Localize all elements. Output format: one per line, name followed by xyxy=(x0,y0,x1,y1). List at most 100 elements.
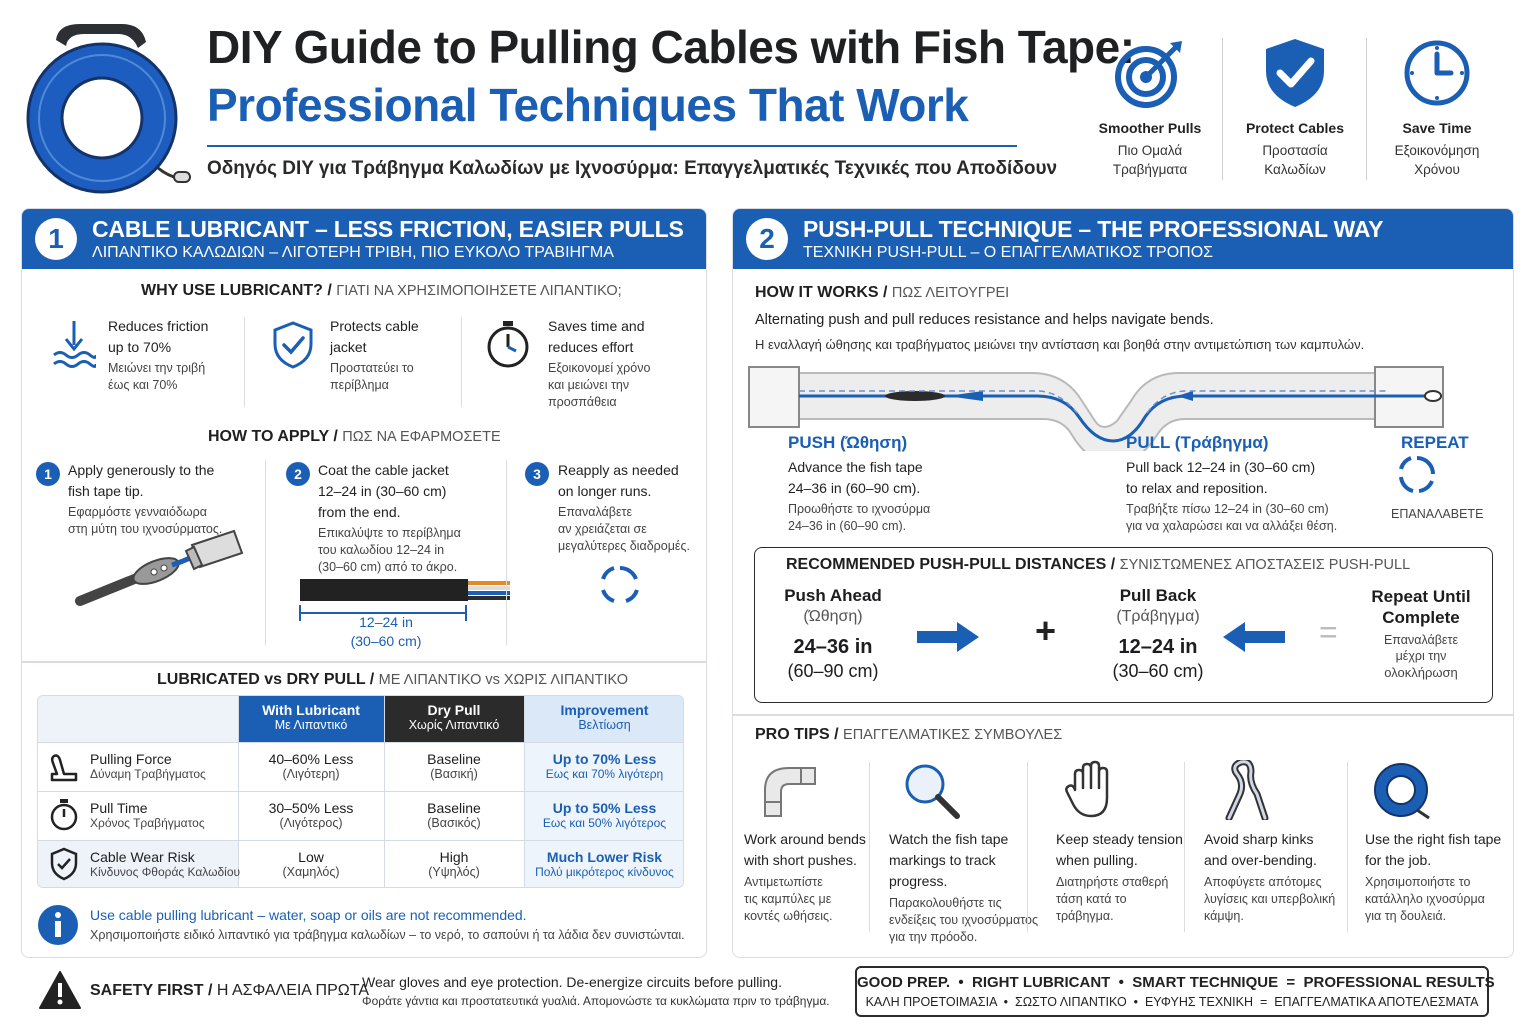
divider xyxy=(244,317,245,407)
kink-icon xyxy=(1219,758,1273,825)
benefit-greek: Πιο Ομαλά xyxy=(1117,143,1183,158)
arrow-right-icon xyxy=(915,620,981,659)
divider xyxy=(733,714,1513,716)
slogan-box: GOOD PREP. • RIGHT LUBRICANT • SMART TEC… xyxy=(855,966,1495,1017)
divider xyxy=(506,460,507,645)
section-1-header: 1 CABLE LUBRICANT – LESS FRICTION, EASIE… xyxy=(22,209,706,269)
divider xyxy=(1366,38,1367,180)
divider xyxy=(461,317,462,407)
shield-check-icon xyxy=(1225,30,1365,116)
divider xyxy=(38,791,683,792)
pull-title: PULL (Τράβηγμα) xyxy=(1126,433,1269,452)
push-title: PUSH (Ώθηση) xyxy=(788,433,908,452)
section-subtitle: ΛΙΠΑΝΤΙΚΟ ΚΑΛΩΔΙΩΝ – ΛΙΓΟΤΕΡΗ ΤΡΙΒΗ, ΠΙΟ… xyxy=(92,244,614,261)
benefit-greek: Εξοικονόμηση xyxy=(1394,143,1480,158)
cable-illustration xyxy=(298,575,518,630)
step-number: 1 xyxy=(36,462,60,486)
equals-sign: = xyxy=(1319,614,1338,650)
stopwatch-icon xyxy=(485,319,531,374)
row-highlight xyxy=(38,841,238,887)
safety-text: Wear gloves and eye protection. De-energ… xyxy=(362,974,782,990)
main-title-line-2: Professional Techniques That Work xyxy=(207,79,969,131)
safety-title: SAFETY FIRST / Η ΑΣΦΑΛΕΙΑ ΠΡΩΤΑ xyxy=(90,982,369,999)
dimension-label: 12–24 in(30–60 cm) xyxy=(350,614,422,649)
stopwatch-icon xyxy=(49,798,79,837)
clock-icon xyxy=(1367,30,1507,116)
table-cell: Baseline(Βασική) xyxy=(427,751,481,781)
warning-icon xyxy=(38,970,82,1015)
target-icon xyxy=(1080,30,1220,116)
fish-tape-reel-illustration xyxy=(18,18,198,196)
benefit-greek: Χρόνου xyxy=(1414,162,1460,177)
conduit-bend-icon xyxy=(761,762,817,823)
apply-heading: HOW TO APPLY / ΠΩΣ ΝΑ ΕΦΑΡΜΟΣΕΤΕ xyxy=(208,428,501,445)
tips-heading: PRO TIPS / ΕΠΑΓΓΕΛΜΑΤΙΚΕΣ ΣΥΜΒΟΥΛΕΣ xyxy=(755,726,1063,743)
section-title: CABLE LUBRICANT – LESS FRICTION, EASIER … xyxy=(92,216,684,242)
section-title: PUSH-PULL TECHNIQUE – THE PROFESSIONAL W… xyxy=(803,216,1384,242)
divider xyxy=(1184,762,1185,932)
safety-text-greek: Φοράτε γάντια και προστατευτικά γυαλιά. … xyxy=(362,994,830,1008)
benefit-greek: Τραβήγματα xyxy=(1112,162,1188,177)
section-number: 2 xyxy=(746,218,788,260)
divider xyxy=(38,742,683,743)
fish-tape-tip-illustration xyxy=(74,527,244,612)
main-title: DIY Guide to Pulling Cables with Fish Ta… xyxy=(207,21,1135,73)
divider xyxy=(1222,38,1223,180)
compare-heading: LUBRICATED vs DRY PULL / ΜΕ ΛΙΠΑΝΤΙΚΟ vs… xyxy=(157,671,629,688)
table-cell: Baseline(Βασικός) xyxy=(427,800,481,830)
distances-heading: RECOMMENDED PUSH-PULL DISTANCES / ΣΥΝΙΣΤ… xyxy=(786,556,1411,573)
divider xyxy=(869,762,870,932)
push-ahead: Push Ahead (Ώθηση) 24–36 in (60–90 cm) xyxy=(784,586,882,681)
repeat-greek: ΕΠΑΝΑΛΑΒΕΤΕ xyxy=(1391,507,1484,521)
repeat-until-complete: Repeat Until Complete Επαναλάβετε μέχρι … xyxy=(1371,587,1471,680)
plus-sign: + xyxy=(1035,610,1057,651)
benefit-label: Protect Cables xyxy=(1245,120,1345,136)
greek-subtitle: Οδηγός DIY για Τράβηγμα Καλωδίων με Ιχνο… xyxy=(207,158,1058,179)
repeat-title: REPEAT xyxy=(1401,433,1469,452)
hand-icon xyxy=(1065,760,1115,825)
title-divider xyxy=(207,145,1017,147)
benefit-greek: Προστασία xyxy=(1262,143,1328,158)
table-cell: 30–50% Less(Λιγότερος) xyxy=(268,800,354,830)
slogan: GOOD PREP. • RIGHT LUBRICANT • SMART TEC… xyxy=(857,974,1495,991)
benefit-label: Save Time xyxy=(1402,120,1472,136)
slogan-greek: ΚΑΛΗ ΠΡΟΕΤΟΙΜΑΣΙΑ • ΣΩΣΤΟ ΛΙΠΑΝΤΙΚΟ • ΕΥ… xyxy=(865,995,1479,1009)
table-cell: Low(Χαμηλός) xyxy=(282,849,340,879)
fish-tape-reel-icon xyxy=(1373,760,1433,825)
benefit-greek: Καλωδίων xyxy=(1264,162,1326,177)
lubricant-note-greek: Χρησιμοποιήστε ειδικό λιπαντικό για τράβ… xyxy=(90,928,685,942)
info-icon xyxy=(37,904,79,951)
step-number: 2 xyxy=(286,462,310,486)
reapply-cycle-icon xyxy=(598,563,642,612)
arrow-left-icon xyxy=(1221,620,1287,659)
section-2-push-pull: 2 PUSH-PULL TECHNIQUE – THE PROFESSIONAL… xyxy=(732,208,1514,958)
benefit-label: Smoother Pulls xyxy=(1098,120,1202,136)
step-number: 3 xyxy=(525,462,549,486)
shield-check-icon xyxy=(272,321,314,374)
magnifier-icon xyxy=(903,762,961,825)
conduit-diagram xyxy=(747,365,1463,464)
section-number: 1 xyxy=(35,218,77,260)
table-corner xyxy=(38,696,238,742)
divider xyxy=(265,460,266,645)
how-description: Alternating push and pull reduces resist… xyxy=(755,312,1214,328)
section-subtitle: ΤΕΧΝΙΚΗ PUSH-PULL – Ο ΕΠΑΓΓΕΛΜΑΤΙΚΟΣ ΤΡΟ… xyxy=(803,244,1214,261)
pull-description: Pull back 12–24 in (30–60 cm)to relax an… xyxy=(1126,459,1338,533)
